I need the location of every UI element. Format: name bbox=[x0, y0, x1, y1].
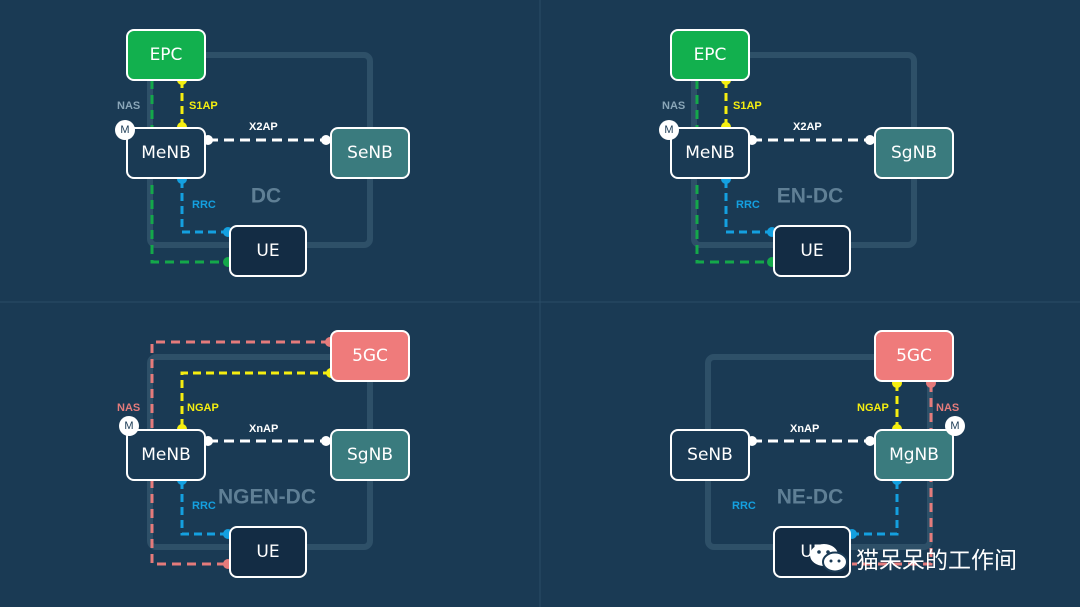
panel-ngen-dc: NGEN-DC 5GC MeNB M SgNB bbox=[117, 330, 410, 578]
panel-title: DC bbox=[251, 185, 281, 208]
rrc-label: RRC bbox=[192, 199, 216, 211]
svg-text:EPC: EPC bbox=[694, 45, 727, 65]
master-badge: M bbox=[119, 416, 139, 436]
rrc-path bbox=[852, 481, 899, 536]
x2-label: XnAP bbox=[790, 423, 819, 435]
ue-node: UE bbox=[229, 526, 307, 578]
panel-en-dc: EN-DC EPC MeNB M SgNB UE N bbox=[659, 29, 954, 277]
core-node-epc: EPC bbox=[126, 29, 206, 81]
rrc-label: RRC bbox=[732, 500, 756, 512]
master-badge: M bbox=[115, 120, 135, 140]
master-node: MgNB bbox=[874, 429, 954, 481]
x2-label: XnAP bbox=[249, 423, 278, 435]
secondary-node: SgNB bbox=[874, 127, 954, 179]
master-badge: M bbox=[659, 120, 679, 140]
svg-text:M: M bbox=[664, 124, 673, 136]
panel-dc: DC EPC MeNB M SeNB bbox=[115, 29, 410, 277]
svg-text:M: M bbox=[950, 420, 959, 432]
rrc-path bbox=[180, 180, 228, 234]
nas-label: NAS bbox=[662, 100, 685, 112]
panel-title: NGEN-DC bbox=[218, 486, 316, 509]
x2-label: X2AP bbox=[793, 121, 822, 133]
svg-text:SeNB: SeNB bbox=[687, 445, 733, 465]
nas-label: NAS bbox=[117, 402, 140, 414]
svg-text:MeNB: MeNB bbox=[141, 445, 191, 465]
wechat-icon bbox=[810, 544, 848, 573]
rrc-path bbox=[724, 180, 772, 234]
svg-text:5GC: 5GC bbox=[352, 346, 388, 366]
svg-text:UE: UE bbox=[800, 241, 823, 261]
svg-text:M: M bbox=[124, 420, 133, 432]
svg-text:UE: UE bbox=[256, 241, 279, 261]
rrc-path bbox=[180, 481, 228, 536]
core-if-label: NGAP bbox=[857, 402, 889, 414]
secondary-node: SeNB bbox=[670, 429, 750, 481]
ue-node: UE bbox=[773, 225, 851, 277]
core-node-5gc: 5GC bbox=[330, 330, 410, 382]
panel-title: NE-DC bbox=[777, 486, 844, 509]
core-if-label: NGAP bbox=[187, 402, 219, 414]
svg-text:EPC: EPC bbox=[150, 45, 183, 65]
svg-text:M: M bbox=[120, 124, 129, 136]
svg-text:SgNB: SgNB bbox=[347, 445, 393, 465]
ue-node: UE bbox=[229, 225, 307, 277]
master-badge: M bbox=[945, 416, 965, 436]
svg-text:5GC: 5GC bbox=[896, 346, 932, 366]
nas-label: NAS bbox=[117, 100, 140, 112]
svg-text:MeNB: MeNB bbox=[685, 143, 735, 163]
core-node-5gc: 5GC bbox=[874, 330, 954, 382]
nas-label: NAS bbox=[936, 402, 959, 414]
secondary-node: SgNB bbox=[330, 429, 410, 481]
core-node-epc: EPC bbox=[670, 29, 750, 81]
master-node: MeNB bbox=[126, 127, 206, 179]
master-node: MeNB bbox=[670, 127, 750, 179]
watermark-text: 猫呆呆的工作间 bbox=[856, 548, 1017, 574]
watermark: 猫呆呆的工作间 bbox=[808, 538, 1017, 578]
svg-text:UE: UE bbox=[256, 542, 279, 562]
core-if-label: S1AP bbox=[189, 100, 218, 112]
secondary-node: SeNB bbox=[330, 127, 410, 179]
core-if-label: S1AP bbox=[733, 100, 762, 112]
svg-text:MgNB: MgNB bbox=[889, 445, 939, 465]
panel-title: EN-DC bbox=[777, 185, 844, 208]
rrc-label: RRC bbox=[192, 500, 216, 512]
x2-label: X2AP bbox=[249, 121, 278, 133]
rrc-label: RRC bbox=[736, 199, 760, 211]
svg-text:SeNB: SeNB bbox=[347, 143, 393, 163]
svg-text:SgNB: SgNB bbox=[891, 143, 937, 163]
master-node: MeNB bbox=[126, 429, 206, 481]
svg-text:MeNB: MeNB bbox=[141, 143, 191, 163]
ngap-path bbox=[180, 371, 331, 429]
